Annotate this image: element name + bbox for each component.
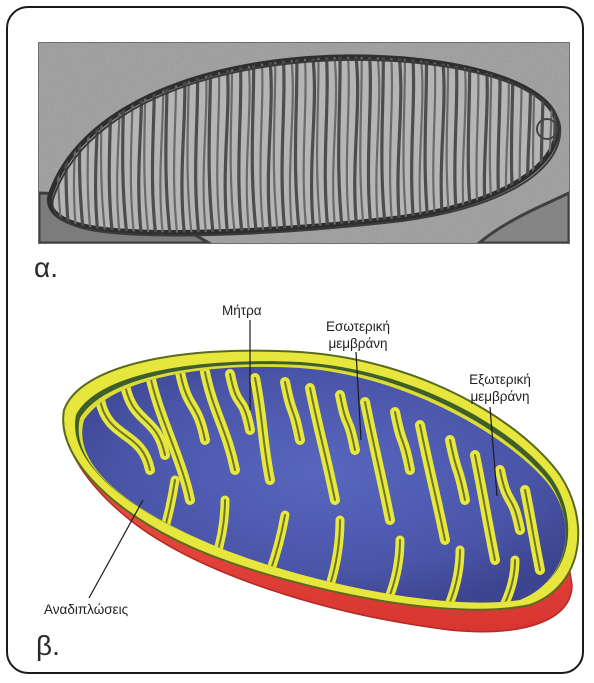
label-inner-membrane-line1: Εσωτερική (318, 318, 398, 335)
label-inner-membrane-line2: μεμβράνη (318, 335, 398, 352)
label-inner-membrane: Εσωτερική μεμβράνη (318, 318, 398, 352)
label-outer-membrane: Εξωτερική μεμβράνη (460, 371, 540, 405)
label-outer-membrane-line2: μεμβράνη (460, 388, 540, 405)
label-matrix: Μήτρα (222, 302, 262, 319)
cristae-leader (89, 500, 143, 598)
label-cristae: Αναδιπλώσεις (44, 601, 128, 618)
label-outer-membrane-line1: Εξωτερική (460, 371, 540, 388)
panel-b-label: β. (36, 630, 60, 662)
